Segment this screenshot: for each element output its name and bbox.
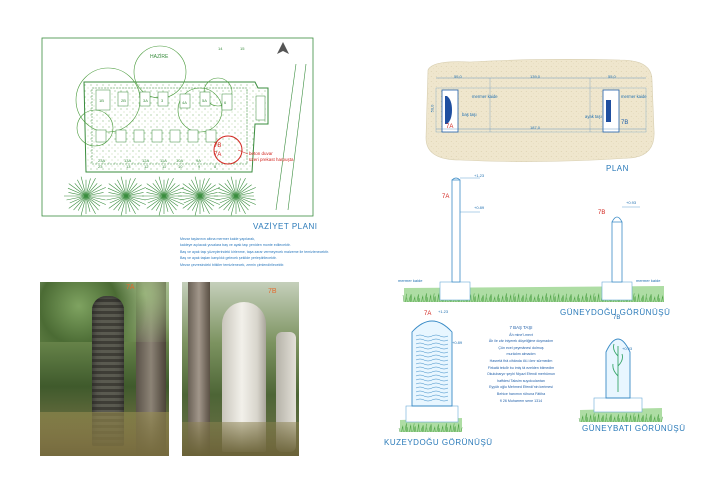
photo-grass: [40, 412, 169, 456]
southwest-elevation-drawing: [578, 338, 663, 423]
se-tag-7b: 7B: [598, 210, 606, 216]
plan-detail-drawing: [425, 59, 655, 162]
inscription-line: fî 26 Muharrem sene 1314: [499, 398, 543, 403]
svg-text:9: 9: [198, 164, 201, 169]
ne-elev-top: +1.23: [438, 309, 449, 314]
note-line: kaldeye açılacak yuvalara baş ve ayak ta…: [180, 243, 291, 248]
sw-tag-7b: 7B: [613, 315, 621, 321]
se-tag-7a: 7A: [442, 194, 450, 200]
svg-text:4A: 4A: [182, 100, 187, 105]
svg-text:6: 6: [224, 100, 227, 105]
se-label-left-base: mermer kaide: [398, 278, 423, 283]
note-line: Baş ve ayak taşları karşılıklı gelecek ş…: [180, 256, 277, 261]
dim-top-left: 55,0: [454, 74, 462, 79]
svg-text:23: 23: [98, 164, 103, 169]
inscription-heading: 7 BAŞ TAŞI: [509, 325, 533, 330]
photo-gravestone-7a: 7A: [40, 282, 169, 456]
inscription-line: haffdesi Taksim suyolcularıtan: [497, 378, 545, 383]
svg-text:14: 14: [218, 46, 223, 51]
site-plan-drawing: 1B 2B 3A 3 4A 5A 6 23A 13A 12A 11A 10A 9…: [41, 37, 314, 217]
svg-text:10: 10: [178, 164, 183, 169]
site-plan-annotation-2: üzeri prekast harpuşta: [249, 157, 294, 162]
note-line: Mezar taşlarının altına mermer kaide yap…: [180, 237, 256, 241]
site-plan-notes: Mezar taşlarının altına mermer kaide yap…: [180, 236, 390, 268]
inscription-line: Firkatâ tekdîr bu imiş tâ ezelden bilmed…: [487, 365, 555, 370]
inscription-line: Çün ecel peymânesi dolmuş: [498, 345, 544, 350]
site-plan-title: VAZİYET PLANI: [253, 222, 318, 231]
svg-text:9A: 9A: [196, 158, 201, 163]
hazire-label: HAZİRE: [150, 54, 169, 60]
inscription-line: Okulubaryır şeyhi Niyazi Efendi merhûmun: [486, 372, 556, 377]
svg-text:13: 13: [126, 164, 131, 169]
svg-text:3A: 3A: [143, 98, 148, 103]
svg-text:7A: 7A: [214, 152, 221, 158]
note-line: Baş ve ayak taşı yüzeylerindeki kirlenme…: [180, 249, 329, 254]
inscription-line: murâdım almadım: [506, 352, 536, 357]
dim-bottom: 187,0: [530, 125, 541, 130]
se-elev-a-top: +1.23: [474, 173, 485, 178]
svg-text:10A: 10A: [176, 158, 183, 163]
photo-tree-trunk: [188, 282, 210, 456]
southeast-elevation-drawing: [402, 177, 664, 303]
photo-gravestone-7b: 7B: [182, 282, 299, 456]
northeast-elevation-drawing: [398, 320, 463, 433]
dim-top-mid: 139,0: [530, 74, 541, 79]
site-plan-annotation-1: beton duvar: [249, 151, 273, 156]
inscription-line: Eyyûb oğlu Mehmed Efendi'nin kerimesi: [489, 385, 553, 390]
dim-side: 50,0: [429, 104, 435, 113]
photo-tag-7a: 7A: [126, 284, 135, 291]
inscription-line: Âh ile zâr iniyerek düşeliğime doymadım: [488, 339, 554, 344]
svg-text:3: 3: [161, 98, 164, 103]
se-elev-a-mid: +0.89: [474, 205, 485, 210]
photo-tag-7b: 7B: [268, 288, 277, 295]
plan-title: PLAN: [606, 164, 629, 173]
sw-elev-top: +0.93: [622, 346, 633, 351]
plan-label-head-stone: baş taşı: [462, 112, 477, 117]
svg-text:12: 12: [144, 164, 149, 169]
dim-top-right: 55,0: [608, 74, 616, 79]
southwest-view-title: GÜNEYBATI GÖRÜNÜŞÜ: [582, 424, 686, 433]
svg-text:12A: 12A: [142, 158, 149, 163]
plan-label-right-base: mermer kaide: [621, 94, 647, 99]
plan-label-foot-stone: ayak taşı: [585, 114, 602, 119]
svg-text:15: 15: [240, 46, 245, 51]
svg-text:23A: 23A: [98, 158, 105, 163]
svg-text:13A: 13A: [124, 158, 131, 163]
se-label-right-base: mermer kaide: [636, 278, 661, 283]
svg-text:7B: 7B: [214, 143, 221, 149]
se-elev-b-top: +0.93: [626, 200, 637, 205]
ne-tag-7a: 7A: [424, 311, 432, 317]
inscription-line: Behice hanımın rûhuna Fâtiha: [496, 391, 546, 396]
svg-text:8: 8: [214, 164, 217, 169]
svg-text:5A: 5A: [202, 98, 207, 103]
inscription-line: Hasretâ firâ cihânda iöl-i ömr sürmedim: [489, 358, 553, 363]
svg-text:2B: 2B: [121, 98, 126, 103]
svg-text:11A: 11A: [160, 158, 167, 163]
northeast-view-title: KUZEYDOĞU GÖRÜNÜŞÜ: [384, 438, 493, 447]
ne-elev-mid: +0.89: [452, 340, 463, 345]
plan-label-left-base: mermer kaide: [472, 94, 498, 99]
inscription-text: 7 BAŞ TAŞI Âh mine'l-mevt Âh ile zâr ini…: [466, 325, 576, 404]
svg-text:1B: 1B: [99, 98, 104, 103]
svg-text:11: 11: [162, 164, 167, 169]
photo-grass: [182, 422, 299, 456]
southeast-view-title: GÜNEYDOĞU GÖRÜNÜŞÜ: [560, 308, 671, 317]
note-line: Mezar çevresindeki bitkiler temizlenecek…: [180, 262, 285, 267]
plan-tag-7b: 7B: [621, 120, 629, 126]
inscription-line: Âh mine'l-mevt: [509, 332, 533, 337]
plan-tag-7a: 7A: [446, 124, 454, 130]
